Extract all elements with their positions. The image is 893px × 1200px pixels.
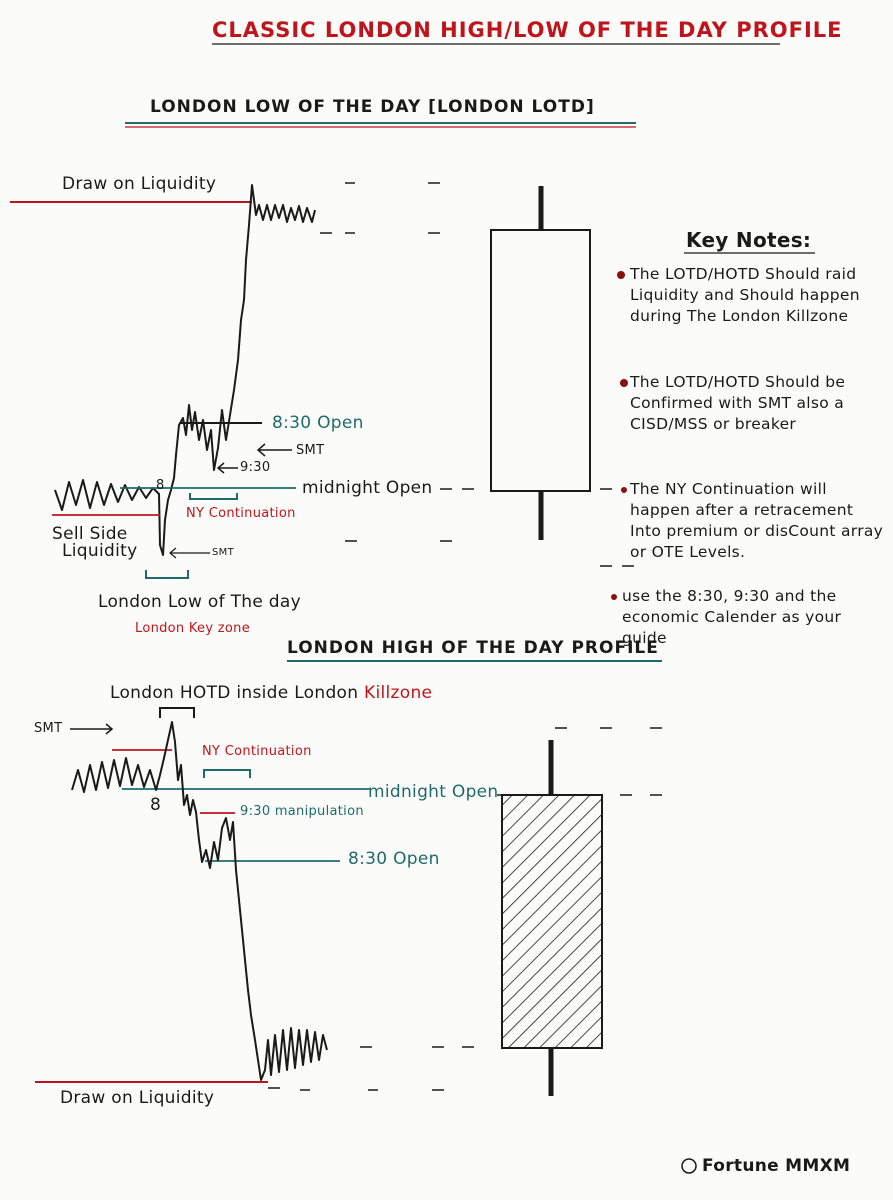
bullet-2 bbox=[620, 379, 628, 387]
key-note-2: The LOTD/HOTD Should be Confirmed with S… bbox=[630, 373, 846, 433]
lotd-liquidity-label: Liquidity bbox=[62, 541, 138, 561]
lotd-smt-small-label: SMT bbox=[212, 547, 234, 558]
hotd-ny-bracket bbox=[203, 769, 251, 778]
bullet-1 bbox=[617, 271, 625, 279]
lotd-930-label: 9:30 bbox=[240, 460, 271, 475]
hotd-ny-continuation-label: NY Continuation bbox=[202, 744, 312, 759]
lotd-sell-side-label: Sell Side bbox=[52, 524, 128, 544]
lotd-price-path bbox=[54, 184, 316, 556]
lotd-key-zone-label: London Key zone bbox=[135, 621, 250, 636]
key-note-4: use the 8:30, 9:30 and the economic Cale… bbox=[622, 587, 842, 647]
lotd-heading: LONDON LOW OF THE DAY [LONDON LOTD] bbox=[150, 97, 595, 117]
hotd-heading: LONDON HIGH OF THE DAY PROFILE bbox=[287, 638, 659, 658]
lotd-ny-bracket bbox=[189, 493, 238, 500]
lotd-dash-guides bbox=[320, 182, 634, 567]
hotd-midnight-open-label: midnight Open bbox=[368, 782, 499, 802]
lotd-smt-label: SMT bbox=[296, 443, 325, 458]
key-note-3: The NY Continuation will happen after a … bbox=[630, 480, 884, 561]
lotd-marker-8: 8 bbox=[156, 478, 165, 493]
hotd-candle-body bbox=[501, 794, 603, 1049]
lotd-ny-continuation-label: NY Continuation bbox=[186, 506, 296, 521]
hotd-smt-label: SMT bbox=[34, 721, 63, 736]
bullet-4 bbox=[611, 594, 617, 600]
hotd-830-open-label: 8:30 Open bbox=[348, 849, 440, 869]
hotd-draw-liquidity-label: Draw on Liquidity bbox=[60, 1088, 215, 1108]
hotd-marker-8: 8 bbox=[150, 795, 162, 815]
lotd-london-low-label: London Low of The day bbox=[98, 592, 301, 612]
signature-mark-icon bbox=[681, 1158, 697, 1174]
hotd-killzone-red: Killzone bbox=[364, 683, 433, 703]
hotd-killzone-label: London HOTD inside London Killzone bbox=[110, 683, 432, 703]
bullet-3 bbox=[621, 487, 627, 493]
hotd-killzone-bracket bbox=[159, 707, 195, 718]
hotd-930-manipulation-label: 9:30 manipulation bbox=[240, 804, 364, 819]
hotd-price-path bbox=[71, 721, 328, 1081]
key-note-1: The LOTD/HOTD Should raid Liquidity and … bbox=[630, 265, 860, 325]
lotd-draw-liquidity-label: Draw on Liquidity bbox=[62, 174, 217, 194]
lotd-key-zone-bracket bbox=[145, 570, 189, 579]
signature: Fortune MMXM bbox=[702, 1156, 851, 1176]
key-notes-heading: Key Notes: bbox=[686, 228, 812, 252]
lotd-midnight-open-label: midnight Open bbox=[302, 478, 433, 498]
hotd-killzone-prefix: London HOTD inside London bbox=[110, 683, 365, 703]
lotd-830-open-label: 8:30 Open bbox=[272, 413, 364, 433]
lotd-candle-body bbox=[490, 229, 591, 492]
page-title: CLASSIC LONDON HIGH/LOW OF THE DAY PROFI… bbox=[212, 18, 843, 42]
